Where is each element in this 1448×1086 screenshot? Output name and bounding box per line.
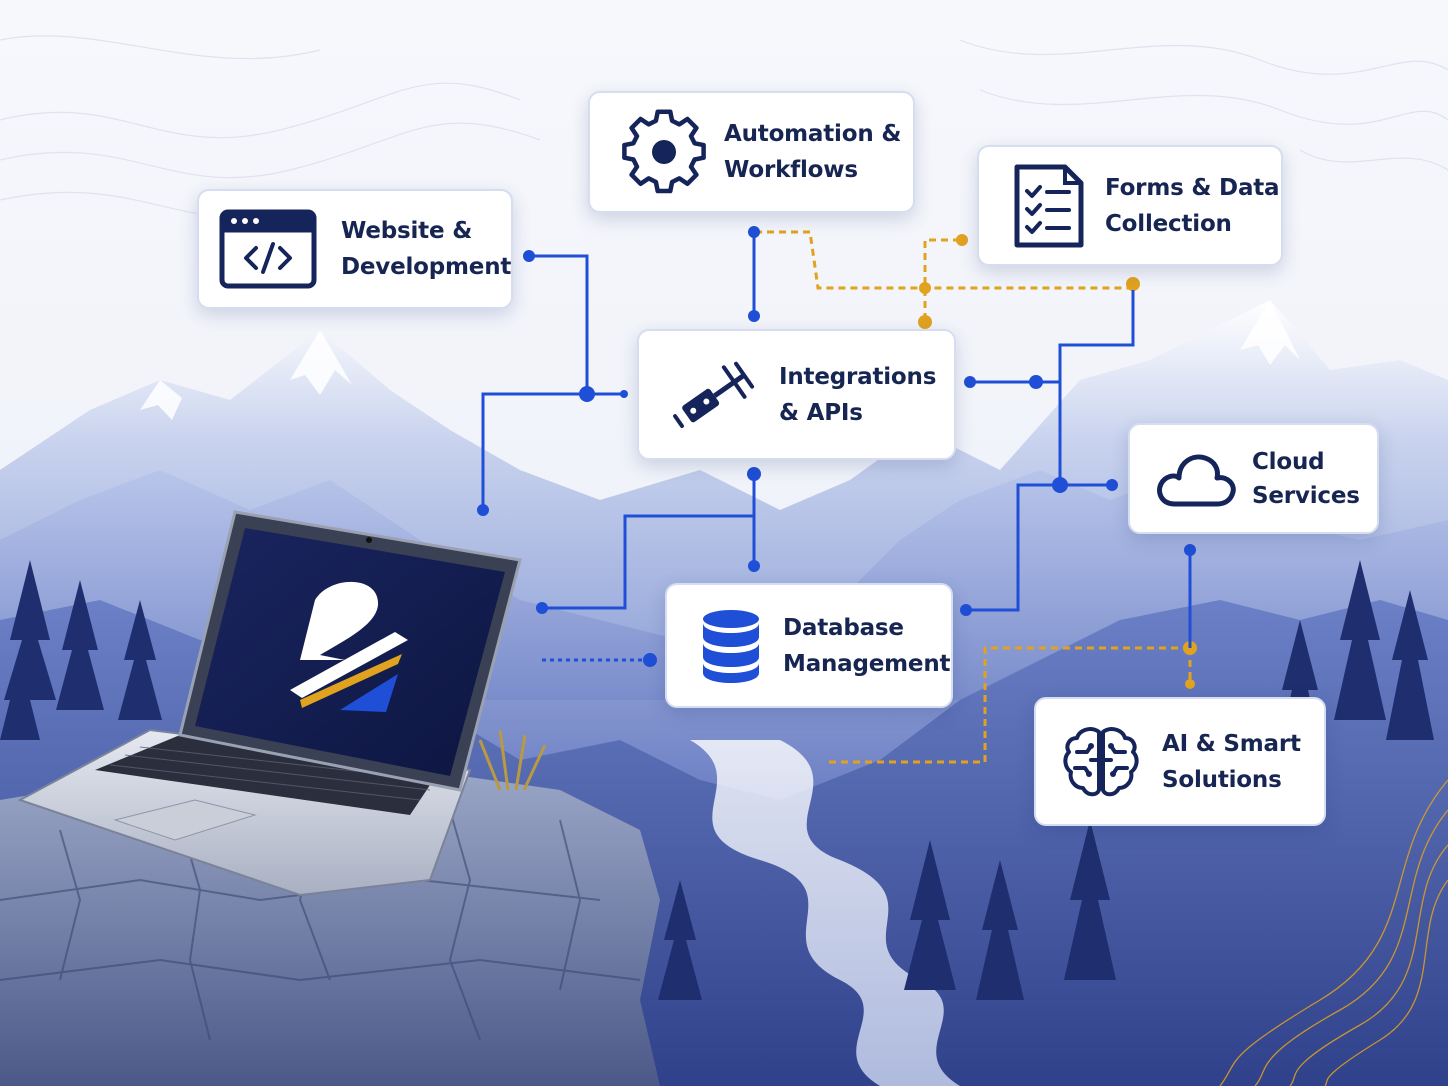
node-label-line1: Forms & Data [1105, 174, 1280, 201]
node-integrations-apis[interactable]: Integrations & APIs [637, 329, 956, 460]
node-database-management[interactable]: Database Management [665, 583, 953, 708]
node-automation-workflows[interactable]: Automation & Workflows [588, 91, 915, 213]
node-label-line1: Website & [341, 218, 473, 244]
node-label-line1: AI & Smart [1162, 730, 1301, 757]
node-label: Database Management [783, 610, 951, 682]
node-forms-data-collection[interactable]: Forms & Data Collection [977, 145, 1283, 266]
node-ai-smart-solutions[interactable]: AI & Smart Solutions [1034, 697, 1326, 826]
node-label-line2: Collection [1105, 210, 1232, 237]
laptop-logo [290, 581, 408, 712]
node-label-line2: Management [783, 650, 951, 677]
node-label-line2: Solutions [1162, 766, 1282, 793]
node-label-line1: Automation & [724, 121, 902, 147]
database-icon [683, 607, 779, 685]
node-label: Automation & Workflows [724, 116, 901, 188]
node-label-line1: Database [783, 614, 904, 641]
node-label-line2: Services [1252, 482, 1360, 509]
laptop [17, 510, 522, 897]
node-label-line1: Cloud [1252, 448, 1325, 475]
plug-connector-icon [653, 350, 775, 440]
river [690, 740, 960, 1086]
node-label: Cloud Services [1252, 445, 1360, 513]
browser-code-icon [207, 208, 329, 290]
gear-icon [604, 108, 724, 196]
node-label: Forms & Data Collection [1105, 170, 1280, 242]
cloud-icon [1146, 448, 1246, 510]
node-label-line1: Integrations [779, 363, 937, 390]
node-label-line2: Workflows [724, 157, 858, 183]
node-label-line2: & APIs [779, 399, 863, 426]
node-label: Integrations & APIs [779, 359, 936, 431]
node-label-line2: Development [341, 254, 512, 280]
node-website-development[interactable]: Website & Development [197, 189, 513, 309]
node-label: AI & Smart Solutions [1162, 726, 1301, 798]
checklist-icon [999, 163, 1099, 249]
node-label: Website & Development [341, 213, 511, 285]
node-cloud-services[interactable]: Cloud Services [1128, 423, 1379, 534]
brain-icon [1046, 724, 1156, 800]
